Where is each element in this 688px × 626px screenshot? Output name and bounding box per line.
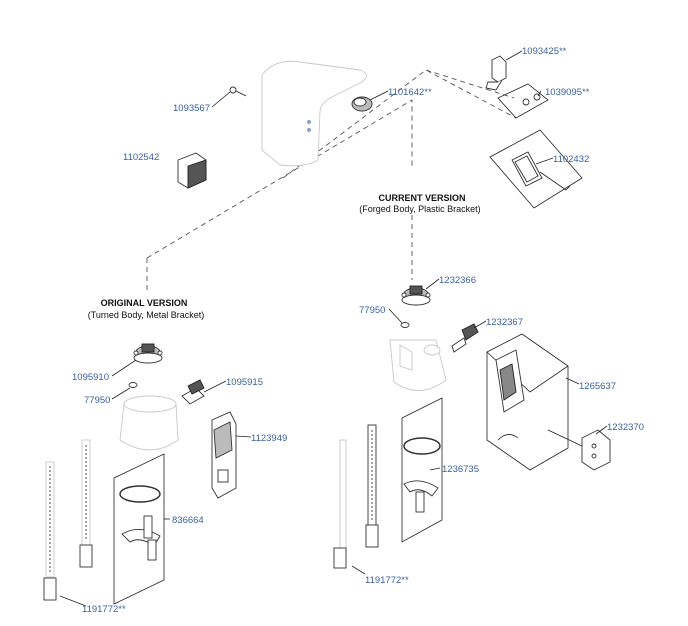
assembly-dashed-lines (146, 69, 517, 292)
part-label-1191772-current[interactable]: 1191772** (365, 575, 409, 586)
part-label-1232367[interactable]: 1232367 (486, 317, 523, 328)
part-label-1101642[interactable]: 1101642** (388, 87, 432, 98)
part-label-1039095[interactable]: 1039095** (545, 87, 590, 98)
part-label-1191772-original[interactable]: 1191772** (82, 604, 126, 615)
part-label-1093425[interactable]: 1093425** (522, 46, 567, 57)
cover-block-1102542-drawing (177, 152, 207, 189)
original-supply-hoses (43, 439, 93, 601)
kit-1102432-box (489, 129, 583, 209)
part-label-77950-current[interactable]: 77950 (359, 305, 385, 316)
part-label-1232366[interactable]: 1232366 (439, 275, 476, 286)
current-version-subtitle: (Forged Body, Plastic Bracket) (359, 204, 480, 214)
original-version-title: ORIGINAL VERSION (101, 298, 188, 308)
original-version-assembly (43, 343, 237, 605)
part-label-1123949[interactable]: 1123949 (251, 433, 287, 444)
current-version-assembly (333, 285, 611, 569)
aerator-1101642-drawing (351, 96, 373, 112)
part-label-1102432[interactable]: 1102432 (553, 154, 589, 165)
part-label-836664[interactable]: 836664 (172, 515, 204, 526)
part-label-1236735[interactable]: 1236735 (442, 464, 479, 475)
part-label-1232370[interactable]: 1232370 (607, 422, 644, 433)
current-version-title: CURRENT VERSION (378, 193, 465, 203)
faucet-spout-drawing (261, 60, 367, 167)
bracket-1093425-drawing (485, 55, 507, 91)
part-label-1095915[interactable]: 1095915 (226, 377, 263, 388)
part-label-77950-original[interactable]: 77950 (84, 395, 110, 406)
bracket-frame-1039095 (497, 83, 549, 119)
part-label-1095910[interactable]: 1095910 (72, 372, 109, 383)
part-label-1102542[interactable]: 1102542 (123, 152, 159, 163)
screw-1093567-drawing (229, 86, 247, 97)
leader-lines (59, 50, 608, 607)
part-label-1265637[interactable]: 1265637 (579, 381, 616, 392)
part-label-1093567[interactable]: 1093567 (173, 103, 210, 114)
current-supply-hoses (333, 424, 379, 569)
original-version-subtitle: (Turned Body, Metal Bracket) (88, 310, 205, 320)
